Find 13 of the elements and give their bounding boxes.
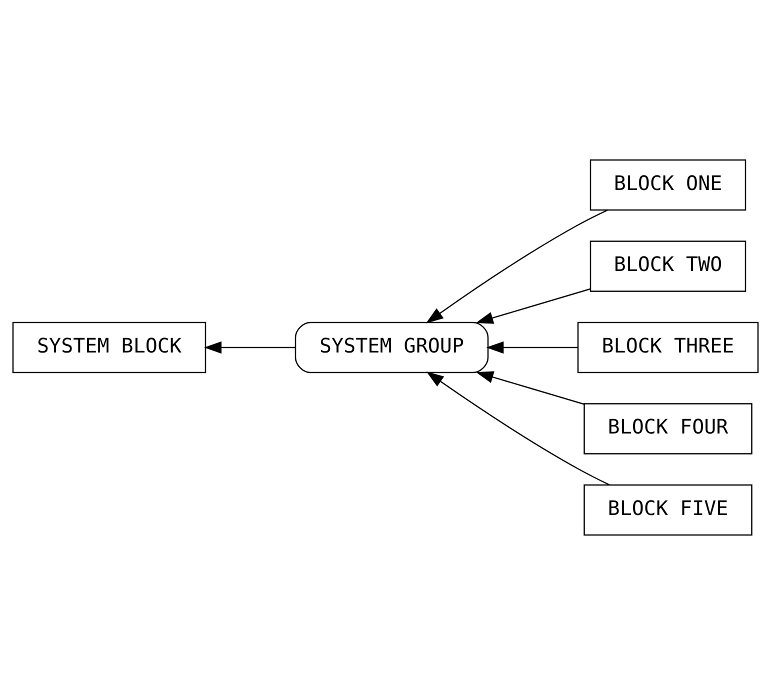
node-box: BLOCK FIVE bbox=[584, 484, 752, 536]
arrow bbox=[476, 371, 584, 405]
node-box: BLOCK ONE bbox=[590, 159, 746, 211]
arrow bbox=[476, 288, 591, 324]
node-box: SYSTEM GROUP bbox=[294, 322, 489, 374]
arrow bbox=[204, 341, 296, 354]
node-box: BLOCK FOUR bbox=[584, 403, 752, 454]
arrow bbox=[426, 210, 608, 324]
node-box: BLOCK THREE bbox=[577, 322, 759, 374]
arrow bbox=[426, 371, 610, 486]
node-box: SYSTEM BLOCK bbox=[12, 322, 206, 374]
node-box: BLOCK TWO bbox=[590, 240, 746, 292]
arrow bbox=[486, 341, 578, 354]
